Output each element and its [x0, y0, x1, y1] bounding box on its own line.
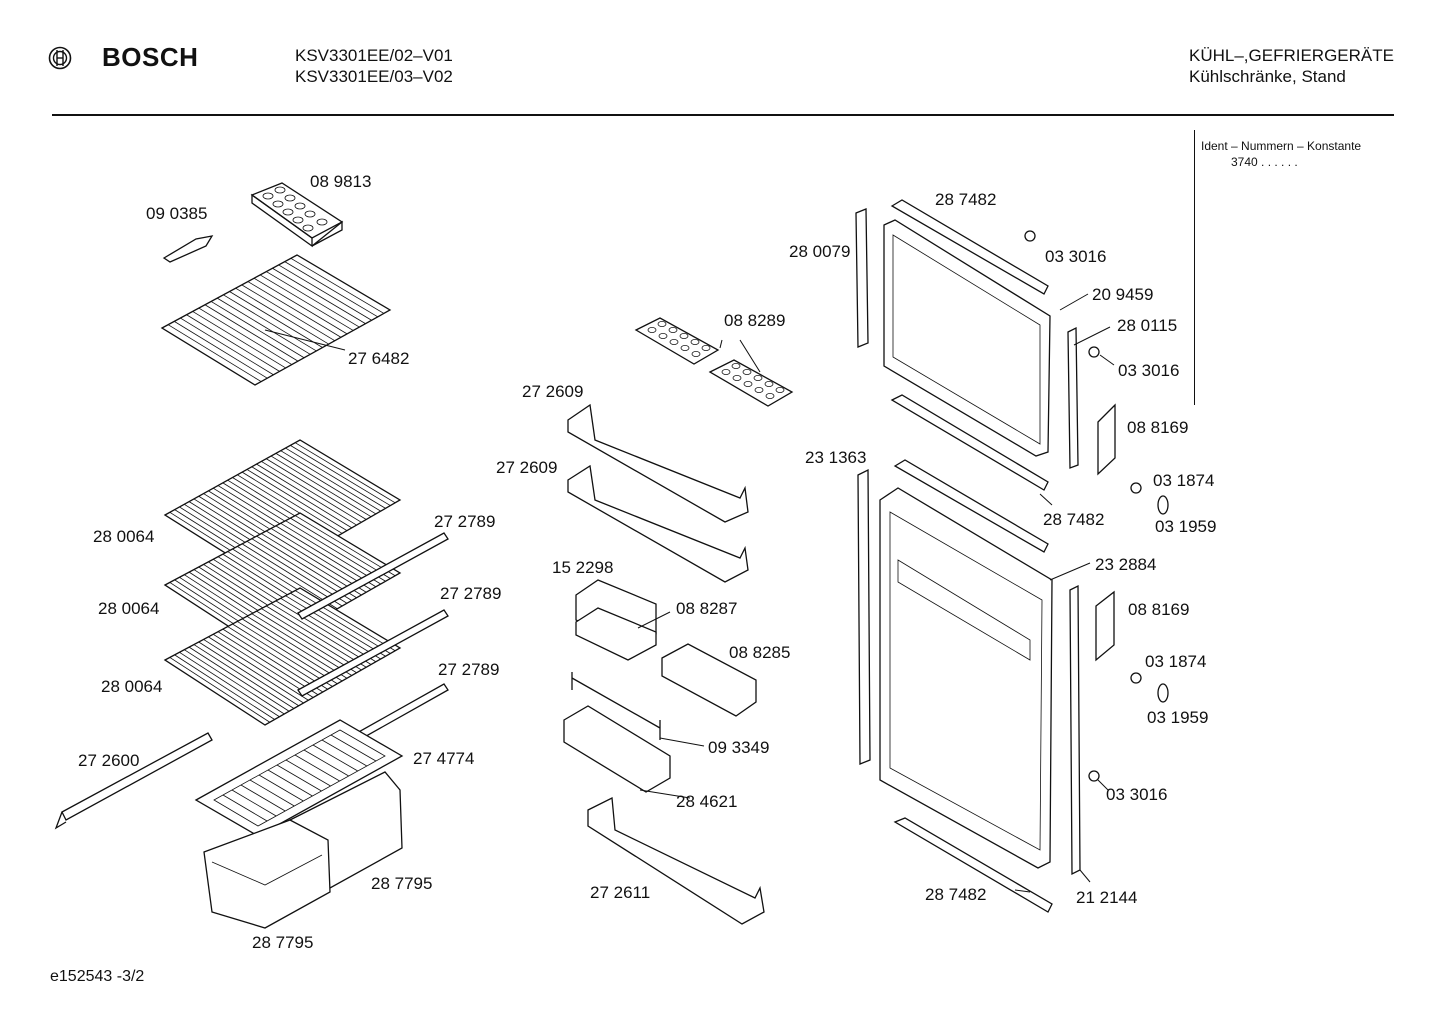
- freezer-side-bar: [1067, 326, 1079, 469]
- bosch-armature-icon: [48, 46, 72, 69]
- egg-tray-2: [708, 359, 794, 407]
- label-031874-a: 03 1874: [1153, 471, 1214, 490]
- handle-2: [1095, 590, 1115, 662]
- crisper-drawer-left: [203, 819, 331, 929]
- fridge-top-strip: [893, 459, 1049, 553]
- part-labels: 08 9813 09 0385 27 6482 28 0064 28 0064 …: [78, 172, 1216, 952]
- drawing-code: e152543 -3/2: [50, 968, 145, 985]
- freezer-gasket-bar: [855, 208, 869, 348]
- freezer-door: [883, 219, 1051, 457]
- fridge-door: [879, 487, 1053, 869]
- ice-tray: [250, 182, 344, 248]
- wire-grid-shelf: [160, 254, 392, 386]
- label-090385: 09 0385: [146, 204, 207, 223]
- label-031959-b: 03 1959: [1147, 708, 1208, 727]
- label-280064-b: 28 0064: [98, 599, 159, 618]
- door-rack-2: [567, 464, 749, 583]
- butter-dish: [575, 579, 657, 661]
- handle-1: [1097, 403, 1116, 476]
- ident-value: 3740 . . . . . .: [1231, 155, 1298, 169]
- label-088287: 08 8287: [676, 599, 737, 618]
- label-232884: 23 2884: [1095, 555, 1156, 574]
- category: KÜHL–,GEFRIERGERÄTE Kühlschränke, Stand: [1189, 45, 1394, 87]
- label-272600: 27 2600: [78, 751, 139, 770]
- freezer-bottom-strip: [890, 394, 1049, 491]
- label-088289: 08 8289: [724, 311, 785, 330]
- screws: [1024, 230, 1169, 782]
- label-287482-c: 28 7482: [925, 885, 986, 904]
- label-274774: 27 4774: [413, 749, 474, 768]
- label-033016-a: 03 3016: [1045, 247, 1106, 266]
- ident-divider: [1194, 130, 1195, 405]
- label-280064-c: 28 0064: [101, 677, 162, 696]
- model-line-2: KSV3301EE/03–V02: [295, 67, 453, 86]
- leader-lines: [264, 293, 1115, 893]
- model-numbers: KSV3301EE/02–V01 KSV3301EE/03–V02: [295, 45, 453, 87]
- label-209459: 20 9459: [1092, 285, 1153, 304]
- ident-box: Ident – Nummern – Konstante 3740 . . . .…: [1201, 138, 1361, 170]
- label-088285: 08 8285: [729, 643, 790, 662]
- label-287482-a: 28 7482: [935, 190, 996, 209]
- bottle-holder-bar: [571, 672, 661, 740]
- label-031959-a: 03 1959: [1155, 517, 1216, 536]
- label-287795-b: 28 7795: [252, 933, 313, 952]
- label-093349: 09 3349: [708, 738, 769, 757]
- label-033016-b: 03 3016: [1118, 361, 1179, 380]
- bosch-logo: BOSCH: [48, 42, 198, 73]
- egg-tray-1: [634, 317, 720, 365]
- crisper-cover: [194, 719, 404, 837]
- label-231363: 23 1363: [805, 448, 866, 467]
- door-rack-1: [567, 403, 749, 523]
- label-276482: 27 6482: [348, 349, 409, 368]
- shelf-2: [163, 512, 402, 651]
- ident-title: Ident – Nummern – Konstante: [1201, 139, 1362, 153]
- header-divider: [52, 114, 1394, 116]
- label-272609-a: 27 2609: [522, 382, 583, 401]
- fridge-side-bar: [1069, 584, 1081, 876]
- label-033016-c: 03 3016: [1106, 785, 1167, 804]
- label-280115: 28 0115: [1117, 316, 1177, 335]
- label-088169-b: 08 8169: [1128, 600, 1189, 619]
- fridge-gasket-bar: [857, 468, 871, 765]
- label-280079: 28 0079: [789, 242, 850, 261]
- small-box-088285: [661, 643, 757, 717]
- label-287795-a: 28 7795: [371, 874, 432, 893]
- label-152298: 15 2298: [552, 558, 613, 577]
- label-272611: 27 2611: [590, 883, 650, 902]
- freezer-top-hinge-strip: [890, 199, 1049, 295]
- label-088169-a: 08 8169: [1127, 418, 1188, 437]
- label-031874-b: 03 1874: [1145, 652, 1206, 671]
- shelf-3: [163, 587, 402, 726]
- model-line-1: KSV3301EE/02–V01: [295, 46, 453, 65]
- label-287482-b: 28 7482: [1043, 510, 1104, 529]
- label-284621: 28 4621: [676, 792, 737, 811]
- label-272609-b: 27 2609: [496, 458, 557, 477]
- door-rack-272611: [587, 796, 765, 925]
- label-272789-c: 27 2789: [438, 660, 499, 679]
- label-089813: 08 9813: [310, 172, 371, 191]
- label-272789-a: 27 2789: [434, 512, 495, 531]
- brand-name: BOSCH: [102, 42, 199, 72]
- ice-scraper: [162, 235, 214, 263]
- fridge-bottom-strip: [893, 817, 1053, 913]
- bottle-box-284621: [563, 705, 671, 793]
- label-280064-a: 28 0064: [93, 527, 154, 546]
- label-212144: 21 2144: [1076, 888, 1137, 907]
- support-rail: [54, 732, 213, 830]
- category-line-1: KÜHL–,GEFRIERGERÄTE: [1189, 46, 1394, 65]
- label-272789-b: 27 2789: [440, 584, 501, 603]
- category-line-2: Kühlschränke, Stand: [1189, 67, 1346, 86]
